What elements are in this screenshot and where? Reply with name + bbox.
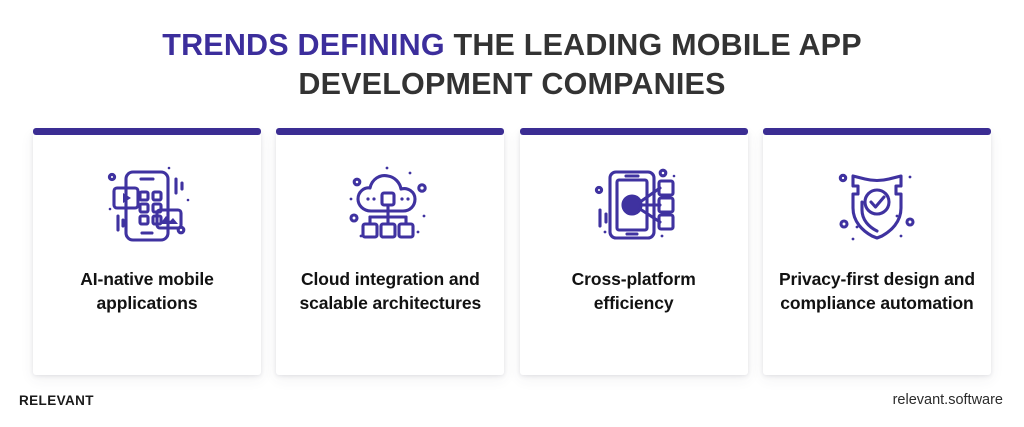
shield-check-icon [829, 163, 925, 249]
cloud-network-icon [342, 163, 438, 249]
brand-url[interactable]: relevant.software [892, 392, 1003, 408]
page-title-accent: TRENDS DEFINING [162, 28, 445, 62]
card-label: Cross-platform efficiency [571, 269, 696, 313]
trend-card-list: AI-native mobile applications [33, 128, 991, 375]
trend-card[interactable]: Cross-platform efficiency [519, 128, 748, 375]
card-label: Cloud integration and scalable architect… [299, 269, 482, 313]
footer: RELEVANT relevant.software [0, 383, 1024, 427]
page-title-line-1: TRENDS DEFINING THE LEADING MOBILE APP [0, 26, 1024, 65]
card-accent-bar [276, 128, 505, 135]
mobile-app-grid-icon [99, 163, 195, 249]
card-label: AI-native mobile applications [80, 269, 214, 313]
trend-card[interactable]: AI-native mobile applications [33, 128, 261, 375]
page-title-line-1-rest: THE LEADING MOBILE APP [444, 28, 862, 62]
brand-logo: RELEVANT [19, 393, 94, 408]
card-accent-bar [762, 128, 991, 135]
cross-platform-distribution-icon [586, 163, 682, 249]
trend-card[interactable]: Privacy-first design and compliance auto… [762, 128, 991, 375]
card-accent-bar [519, 128, 748, 135]
page-title-line-2: DEVELOPMENT COMPANIES [298, 67, 726, 101]
card-label: Privacy-first design and compliance auto… [778, 269, 975, 313]
trend-card[interactable]: Cloud integration and scalable architect… [276, 128, 505, 375]
page-title: TRENDS DEFINING THE LEADING MOBILE APP D… [0, 26, 1024, 104]
card-accent-bar [33, 128, 261, 135]
